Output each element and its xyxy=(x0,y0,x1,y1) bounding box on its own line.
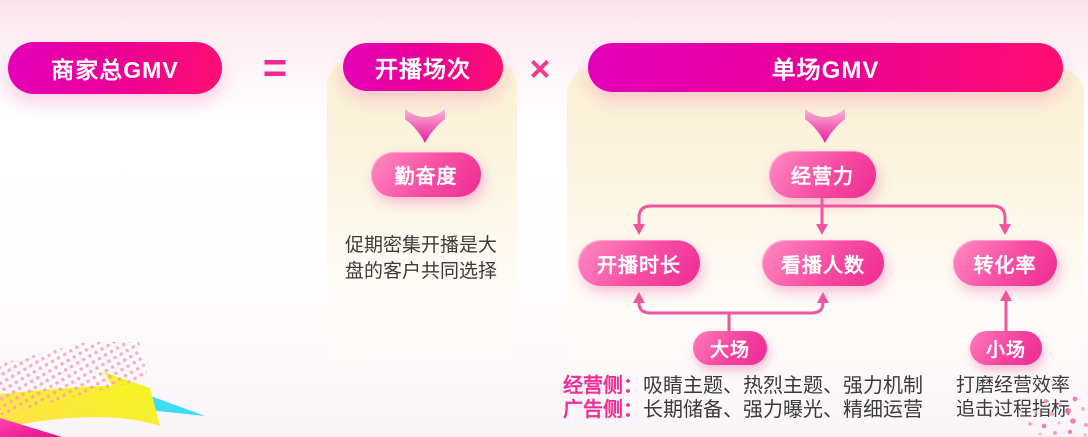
sessions-note: 促期密集开播是大 盘的客户共同选择 xyxy=(345,233,497,285)
tip-label: 广告侧： xyxy=(563,399,643,421)
sessions-note-line: 促期密集开播是大 xyxy=(345,235,498,256)
tip-text: 吸睛主题、热烈主题、强力机制 xyxy=(643,375,923,397)
single-gmv-pill: 单场GMV xyxy=(588,43,1063,92)
big-session-pill: 大场 xyxy=(693,331,767,365)
tip-line-operation: 经营侧：吸睛主题、热烈主题、强力机制 xyxy=(563,375,923,398)
total-gmv-pill: 商家总GMV xyxy=(8,42,222,94)
halftone-dots-decoration xyxy=(1028,396,1088,437)
small-session-note: 打磨经营效率 追击过程指标 xyxy=(956,374,1070,422)
multiply-icon: × xyxy=(529,48,551,89)
small-session-pill: 小场 xyxy=(970,331,1042,365)
metric-pill-conversion-rate: 转化率 xyxy=(953,240,1057,286)
metric-pill-broadcast-duration: 开播时长 xyxy=(578,240,700,286)
tip-line-ads: 广告侧：长期储备、强力曝光、精细运营 xyxy=(563,399,923,422)
tips-block: 经营侧：吸睛主题、热烈主题、强力机制 广告侧：长期储备、强力曝光、精细运营 xyxy=(563,375,923,423)
equals-icon: = xyxy=(262,44,288,91)
sessions-down-arrow-icon xyxy=(405,109,445,143)
swoosh-arrow-decoration xyxy=(0,342,205,437)
diligence-pill: 勤奋度 xyxy=(371,152,481,197)
metric-pill-viewers: 看播人数 xyxy=(762,240,884,286)
tip-label: 经营侧： xyxy=(563,375,643,397)
operating-power-pill: 经营力 xyxy=(769,151,876,198)
small-session-note-line: 追击过程指标 xyxy=(956,399,1071,420)
sessions-pill: 开播场次 xyxy=(343,43,503,91)
tip-text: 长期储备、强力曝光、精细运营 xyxy=(643,399,923,421)
small-session-note-line: 打磨经营效率 xyxy=(956,375,1071,396)
sessions-note-line: 盘的客户共同选择 xyxy=(345,261,498,282)
single-gmv-down-arrow-icon xyxy=(805,109,845,143)
